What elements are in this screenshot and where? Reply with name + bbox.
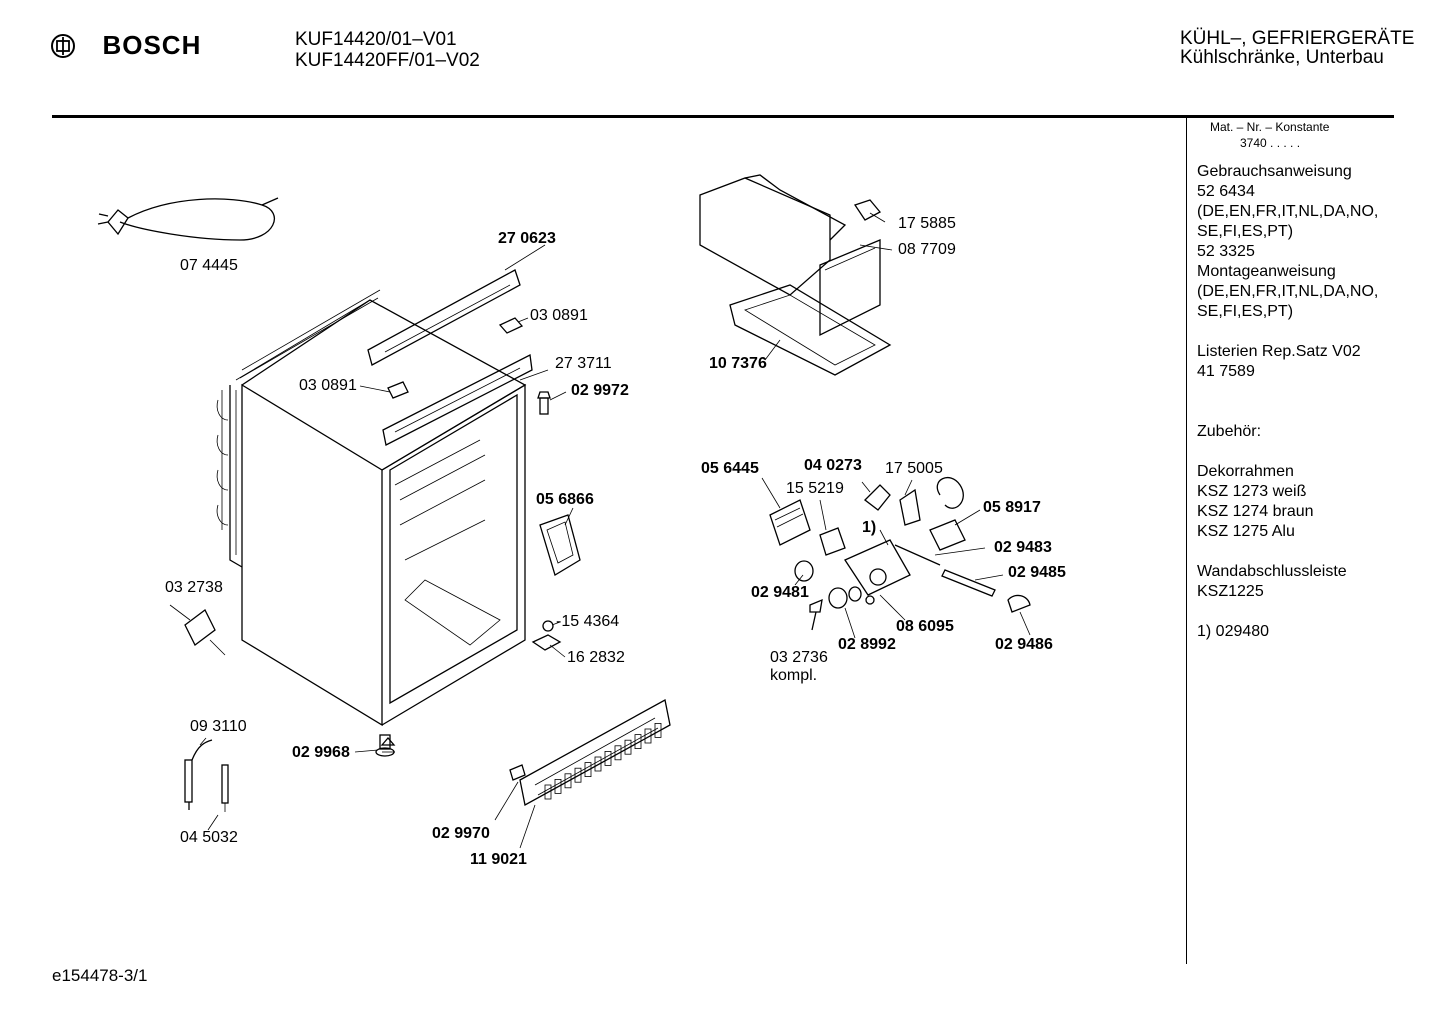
part-number-label: -15 4364 [556,613,620,630]
part-number-label: 02 9485 [1008,564,1066,581]
model-number-2: KUF14420FF/01–V02 [295,50,480,71]
part-number-label: 15 5219 [786,480,844,497]
part-number-label: 02 9968 [292,744,350,761]
clip-175885-drawing [853,199,882,221]
part-number-label: 27 0623 [498,230,556,247]
part-number-label: 03 0891 [530,307,588,324]
sidebar-line: Wandabschlussleiste [1197,563,1347,580]
top-bracket-drawing [367,269,533,446]
leader-lines [354,212,1031,849]
sidebar-line: SE,FI,ES,PT) [1197,303,1294,320]
sidebar-line: SE,FI,ES,PT) [1197,223,1294,240]
grille-slat [554,779,562,794]
part-032738-drawing [169,604,226,656]
grille-slat [584,762,592,777]
part-number-label: 02 9972 [571,382,629,399]
grille-slat [604,751,612,766]
sidebar-line: KSZ 1275 Alu [1197,523,1295,540]
plate-056866-drawing [539,514,581,576]
mat-nr-value: 3740 . . . . . [1240,136,1301,150]
sidebar-divider [1186,118,1187,964]
part-number-label: 02 9481 [751,584,809,601]
part-number-label: 02 9486 [995,636,1053,653]
brand-name: BOSCH [102,30,202,60]
part-number-label: kompl. [770,667,818,684]
sidebar-line: Zubehör: [1197,423,1262,440]
sensor-045032-drawing [221,764,229,812]
part-number-label: 1) [862,519,877,536]
grille-slat [594,756,602,772]
grille-slat [624,739,632,755]
subcategory-title: Kühlschränke, Unterbau [1180,47,1384,68]
sidebar-line: 52 6434 [1197,183,1255,200]
part-number-label: 03 2736 [770,649,828,666]
sidebar-line: Listerien Rep.Satz V02 [1197,343,1361,360]
grille-slat [614,745,622,761]
bosch-logo: BOSCH [50,30,201,61]
sidebar-line: 1) 029480 [1197,623,1270,640]
refrigerator-body-drawing [216,289,527,753]
grille-slat [544,784,552,800]
part-number-label: 09 3110 [190,718,247,735]
grille-slat [644,728,652,744]
exploded-parts-drawing [97,174,1031,849]
screw-029972-drawing [537,391,551,415]
grille-slat [564,773,572,789]
bracket-030891a-drawing [498,317,524,334]
part-number-label: 08 7709 [898,241,956,258]
sidebar-line: Montageanweisung [1197,263,1336,280]
model-number-1: KUF14420/01–V01 [295,29,457,50]
part-number-label: 07 4445 [180,257,238,274]
condenser-coils [216,289,381,530]
part-number-label: 05 6445 [701,460,759,477]
document-id: e154478-3/1 [52,966,148,985]
part-number-label: 02 8992 [838,636,896,653]
foot-029968-drawing [375,734,395,757]
sidebar-line: KSZ 1274 braun [1197,503,1314,520]
sidebar-line: Dekorrahmen [1197,463,1294,480]
sidebar-line: KSZ1225 [1197,583,1264,600]
sidebar-line: Gebrauchsanweisung [1197,163,1352,180]
freezer-compartment-drawing [699,174,892,376]
part-number-label: 17 5885 [898,215,956,232]
sensor-093110-drawing [184,739,213,810]
part-number-label: 05 6866 [536,491,594,508]
part-number-label: 02 9483 [994,539,1052,556]
part-number-label: 11 9021 [470,851,527,868]
part-162832-drawing [531,634,562,651]
thermostat-assembly-drawing [769,476,1031,631]
part-number-label: 04 0273 [804,457,862,474]
part-number-label: 03 2738 [165,579,223,596]
sidebar-line: (DE,EN,FR,IT,NL,DA,NO, [1197,203,1379,220]
part-number-label: 05 8917 [983,499,1041,516]
part-number-label: 17 5005 [885,460,943,477]
grille-119021-drawing [509,699,671,806]
part-number-label: 16 2832 [567,649,625,666]
mat-nr-label: Mat. – Nr. – Konstante [1210,120,1330,134]
grille-slat [654,723,662,738]
part-154364-drawing [542,620,554,632]
bracket-030891b-drawing [387,381,409,399]
part-number-label: 04 5032 [180,829,238,846]
part-number-label: 03 0891 [299,377,357,394]
sidebar-line: 41 7589 [1197,363,1255,380]
bosch-armature-icon [51,33,75,58]
part-number-label: 27 3711 [555,355,612,372]
part-number-label: 02 9970 [432,825,490,842]
sidebar-line: KSZ 1273 weiß [1197,483,1307,500]
grille-slat [574,767,582,783]
power-cord-drawing [97,197,279,241]
part-number-label: 10 7376 [709,355,767,372]
category-title: KÜHL–, GEFRIERGERÄTE [1180,28,1415,49]
part-number-label: 08 6095 [896,618,954,635]
sidebar-line: 52 3325 [1197,243,1255,260]
header-divider [52,115,1394,118]
grille-slat [634,734,642,749]
sidebar-line: (DE,EN,FR,IT,NL,DA,NO, [1197,283,1379,300]
